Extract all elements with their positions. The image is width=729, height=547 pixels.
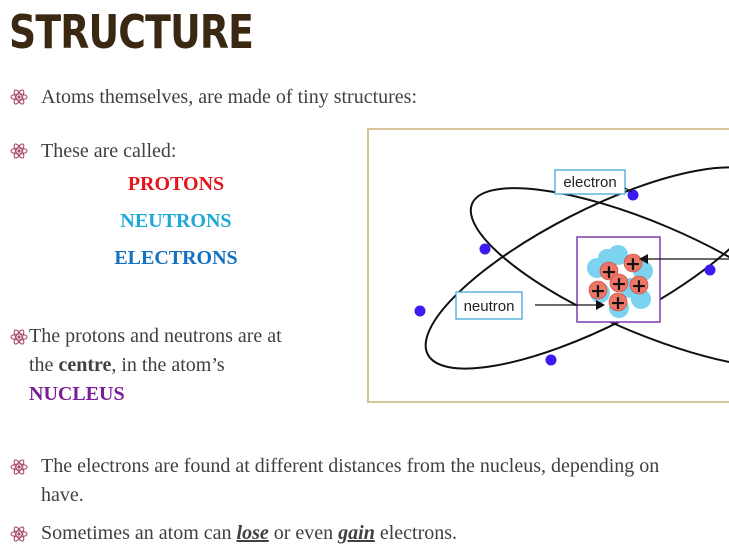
orbit-ellipse <box>469 187 729 369</box>
electron-dot <box>545 354 557 366</box>
bullet-called: These are called: <box>41 140 177 162</box>
bullet-protons-neutrons-line1: The protons and neutrons are at <box>29 325 282 347</box>
atom-icon <box>10 526 28 542</box>
gain-word: gain <box>338 522 375 544</box>
proton-plus: + <box>625 253 641 275</box>
proton-plus: + <box>631 275 647 297</box>
electron-dot <box>627 189 639 201</box>
nucleus-word: NUCLEUS <box>29 383 125 405</box>
proton-plus: + <box>601 261 617 283</box>
atom-diagram: + + + + + + electron neutron <box>367 128 729 403</box>
slide-title: STRUCTURE <box>9 5 254 59</box>
bullet-lose-gain: Sometimes an atom can lose or even gain … <box>41 519 457 547</box>
centre-word: centre <box>58 354 112 376</box>
bullet-atoms-structures: Atoms themselves, are made of tiny struc… <box>41 86 418 108</box>
atom-icon <box>10 89 28 105</box>
text-sometimes: Sometimes an atom can <box>41 522 237 544</box>
bullet-electrons-distances-line1: The electrons are found at different dis… <box>41 455 660 477</box>
atom-diagram-svg: + + + + + + electron neutron <box>414 166 729 370</box>
atom-icon <box>10 459 28 475</box>
proton-particles <box>588 253 649 312</box>
text-electrons: electrons. <box>374 522 458 544</box>
text-atoms: , in the atom’s <box>111 354 225 376</box>
neutron-arrowhead <box>596 300 605 310</box>
lose-word: lose <box>236 522 269 544</box>
protons-label: PROTONS <box>127 173 225 195</box>
electron-dot <box>414 305 426 317</box>
text-or-even: or even <box>268 522 339 544</box>
bullet-electrons-distances-line2: have. <box>41 484 84 506</box>
proton-arrowhead <box>639 254 648 264</box>
bullet-protons-neutrons-line2: the centre, in the atom’s <box>29 351 225 379</box>
electron-label: electron <box>563 174 616 191</box>
atom-icon <box>10 143 28 159</box>
text-the: the <box>29 354 59 376</box>
electron-dot <box>479 243 491 255</box>
electron-pointer <box>624 187 633 193</box>
neutron-label: neutron <box>464 298 515 315</box>
neutron-label-box <box>455 291 523 320</box>
atom-icon <box>10 329 28 345</box>
proton-plus: + <box>610 292 626 314</box>
proton-plus: + <box>611 273 627 295</box>
neutrons-label: NEUTRONS <box>120 210 232 232</box>
electron-label-box <box>554 169 626 195</box>
electron-dot <box>704 264 716 276</box>
proton-symbols: + + + + + + <box>590 253 647 314</box>
electrons-label: ELECTRONS <box>114 247 238 269</box>
proton-plus: + <box>590 280 606 302</box>
